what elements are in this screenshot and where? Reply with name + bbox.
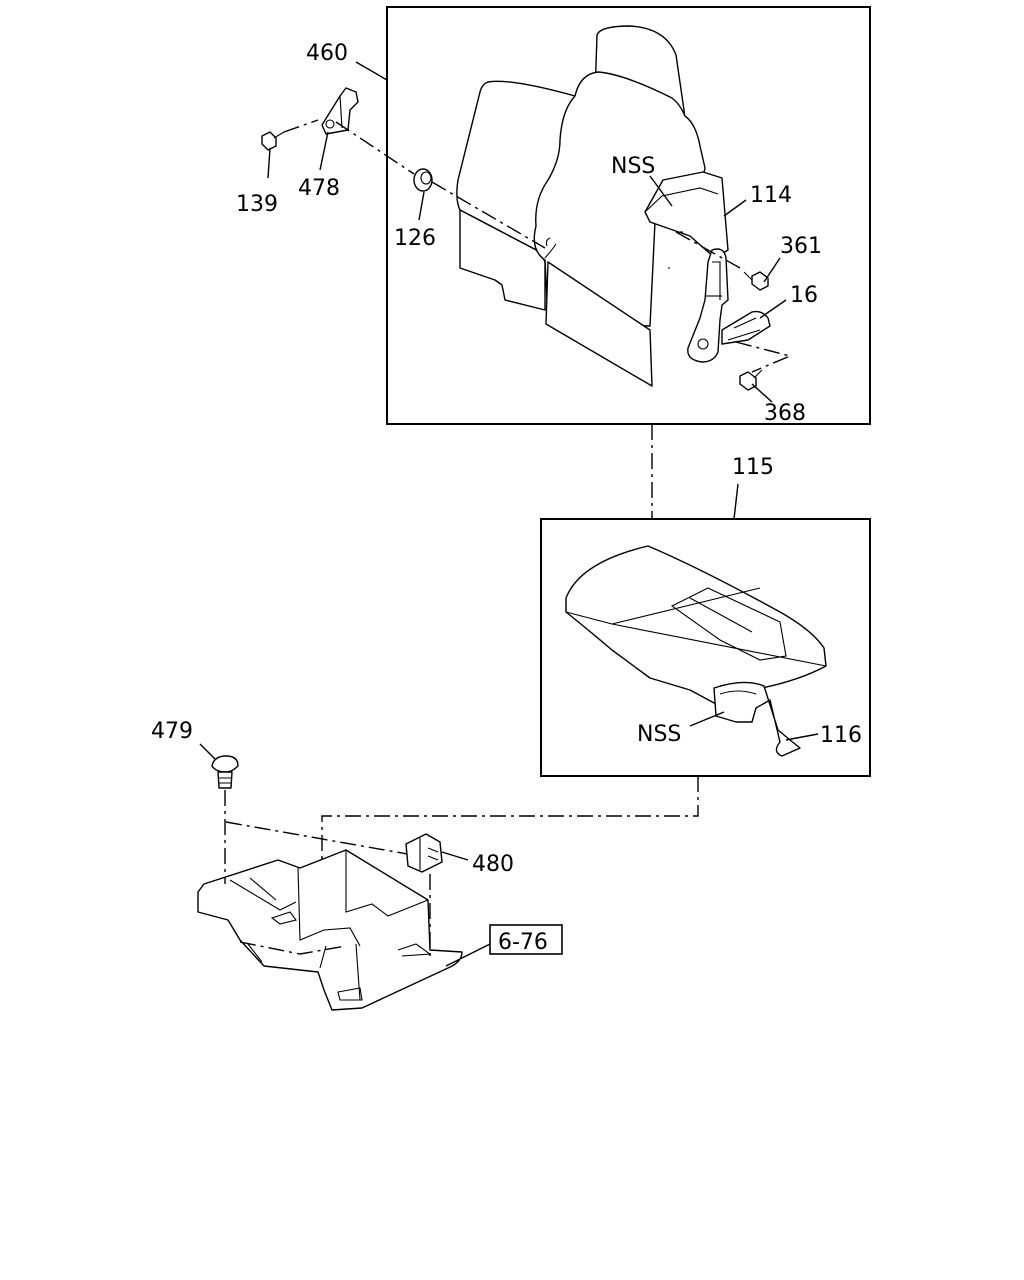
bolt-368 <box>739 369 763 391</box>
label-115: 115 <box>732 455 774 480</box>
label-nss-cushion: NSS <box>637 722 681 747</box>
label-479: 479 <box>151 719 193 744</box>
bolt-361 <box>743 271 769 291</box>
seat-cushion-group-frame <box>540 518 871 777</box>
bolt-139 <box>261 131 285 151</box>
label-126: 126 <box>394 226 436 251</box>
label-114: 114 <box>750 183 792 208</box>
bracket-478 <box>321 87 359 135</box>
seat-cushion-drawing <box>565 545 827 757</box>
label-nss-back: NSS <box>611 154 655 179</box>
label-478: 478 <box>298 176 340 201</box>
seat-base-drawing <box>197 821 463 1011</box>
label-361: 361 <box>780 234 822 259</box>
label-480: 480 <box>472 852 514 877</box>
clip-480 <box>405 833 443 873</box>
grommet-126 <box>413 168 433 192</box>
seat-back-drawing <box>456 25 771 387</box>
label-460: 460 <box>306 41 348 66</box>
label-139: 139 <box>236 192 278 217</box>
clip-479 <box>211 755 239 789</box>
label-116: 116 <box>820 723 862 748</box>
label-368: 368 <box>764 401 806 426</box>
label-16: 16 <box>790 283 818 308</box>
reference-box[interactable] <box>489 924 563 955</box>
seat-back-group-frame <box>386 6 871 425</box>
reference-6-76-label[interactable]: 6-76 <box>498 930 548 955</box>
